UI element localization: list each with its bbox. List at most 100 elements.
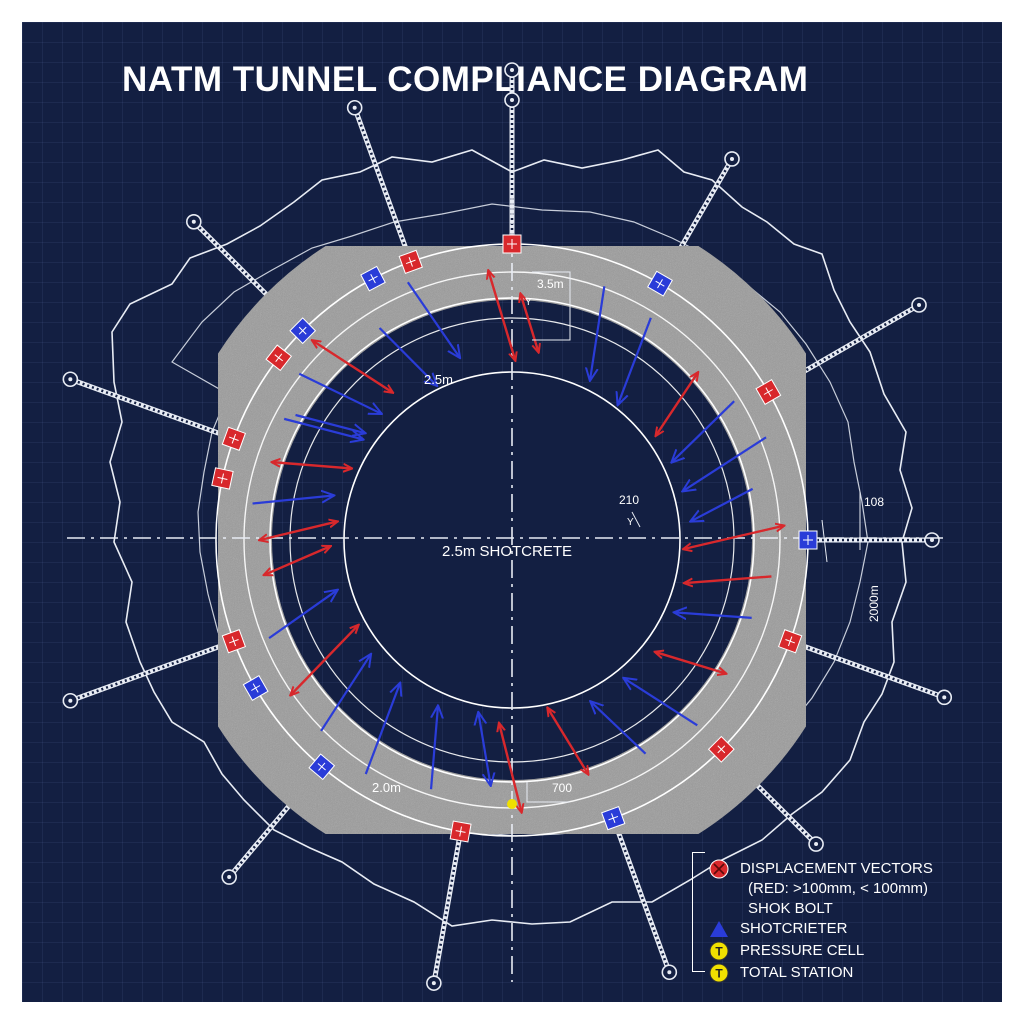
diagram-title: NATM TUNNEL COMPLIANCE DIAGRAM [122,60,809,99]
dim-label-right-inner: 210 [619,493,639,507]
sensor-marker [289,317,317,345]
legend-item-shotcrete: SHOTCRIETER [708,918,848,940]
displacement-vector [590,286,606,380]
rock-bolt-rod-core [660,158,734,281]
dim-label-right-outer: 108 [864,495,884,509]
dim-label-right-inner-small: Y [627,517,634,528]
legend: DISPLACEMENT VECTORS (RED: >100mm, < 100… [692,852,992,992]
rock-bolt-anchor-dot [227,875,232,880]
sensor-marker [601,805,626,831]
displacement-vector [683,436,767,491]
displacement-vector [291,625,358,695]
displacement-vector [429,706,438,790]
displacement-vector [264,546,330,574]
rock-bolt-anchor-dot [431,981,436,986]
dim-label-crown-small: Y [525,297,532,308]
displacement-vector [672,400,735,462]
displacement-vector [684,526,784,549]
displacement-vector [499,724,521,812]
displacement-vector [268,590,337,640]
sensor-marker [502,234,522,254]
sensor-marker [449,820,472,843]
sensor-marker [221,426,247,451]
pressure-cell-marker [507,799,517,809]
svg-text:T: T [715,967,723,981]
rock-bolt-anchor-dot [730,156,734,161]
dim-label-left: 2.5m [424,372,453,387]
dim-label-bottom: 700 [552,781,572,795]
rock-bolt-anchor-dot [352,105,357,110]
sensor-marker [755,379,782,405]
displacement-vector [364,683,400,775]
rock-bolt-anchor-dot [510,98,514,102]
dim-label-bottom-left: 2.0m [372,780,401,795]
legend-item-pressure-cell: T PRESSURE CELL [708,940,864,962]
sensor-marker [798,530,818,550]
pressure-cell-icon: T [709,941,729,961]
rock-bolt-rod-core [69,641,231,702]
sensor-marker [647,270,673,297]
legend-label-rock-bolt: SHOK BOLT [748,900,833,917]
sensor-markers [211,234,818,843]
rock-bolt-rod-core [69,378,231,439]
dim-label-right-side: 2000m [867,585,881,622]
total-station-icon: T [709,963,729,983]
displacement-vector [313,341,393,393]
sensor-marker [360,265,386,292]
displacement-vector [252,495,334,505]
legend-label-shotcrete: SHOTCRIETER [740,920,848,937]
legend-label-displacement: DISPLACEMENT VECTORS [740,860,933,877]
center-label: 2.5m SHOTCRETE [442,543,572,560]
sensor-marker [221,629,247,654]
legend-label-total-station: TOTAL STATION [740,964,854,981]
tunnel-diagram: 3.5m 2.5m 2.5m SHOTCRETE 2.0m 700 210 Y … [62,62,953,991]
rock-bolt-anchor-dot [930,538,934,542]
displacement-vectors-icon [709,859,729,879]
sensor-marker [777,629,803,654]
dim-label-top: 3.5m [537,277,564,291]
displacement-vector [591,702,647,755]
diagram-frame: NATM TUNNEL COMPLIANCE DIAGRAM [22,22,1002,1002]
legend-item-displacement: DISPLACEMENT VECTORS [708,858,933,880]
sensor-marker [308,753,336,781]
displacement-vector [521,294,539,352]
blue-triangle-icon [710,921,728,937]
sensor-marker [398,249,423,275]
legend-label-displacement-sub: (RED: >100mm, < 100mm) [748,880,929,897]
displacement-vector [406,281,460,357]
sensor-marker [242,675,269,701]
displacement-vector [548,708,588,774]
excavation-outline [109,149,913,927]
legend-label-pressure-cell: PRESSURE CELL [740,942,865,959]
rock-bolt-anchor-dot [942,695,947,700]
rock-bolt-rod-core [771,303,920,392]
rock-bolt-anchor-dot [917,303,922,307]
displacement-vector [618,317,652,405]
rock-bolt-anchor-dot [191,219,196,224]
dimension-guides [526,271,861,803]
displacement-vector [298,372,381,414]
rock-bolt-anchor-dot [667,970,672,975]
sensor-marker [265,344,293,372]
rock-bolt-anchor-dot [68,698,73,703]
displacement-vectors [252,271,784,812]
displacement-vector [488,271,515,360]
sensor-marker [707,735,735,763]
displacement-vector [478,713,490,785]
legend-bracket [692,852,705,972]
displacement-vector [691,487,754,521]
rock-bolt-anchor-dot [814,842,819,847]
svg-text:T: T [715,945,723,959]
displacement-vector [624,678,698,727]
sensor-marker [211,467,234,490]
displacement-vector [272,462,351,468]
displacement-vector [260,522,337,540]
legend-item-total-station: T TOTAL STATION [708,962,853,984]
displacement-vector [656,373,698,436]
rock-bolt-anchor-dot [510,68,514,72]
displacement-vector [675,612,752,617]
displacement-vector [378,327,437,385]
displacement-vector [283,417,363,439]
rock-bolt-rod-core [228,769,321,878]
displacement-vector [655,652,725,673]
